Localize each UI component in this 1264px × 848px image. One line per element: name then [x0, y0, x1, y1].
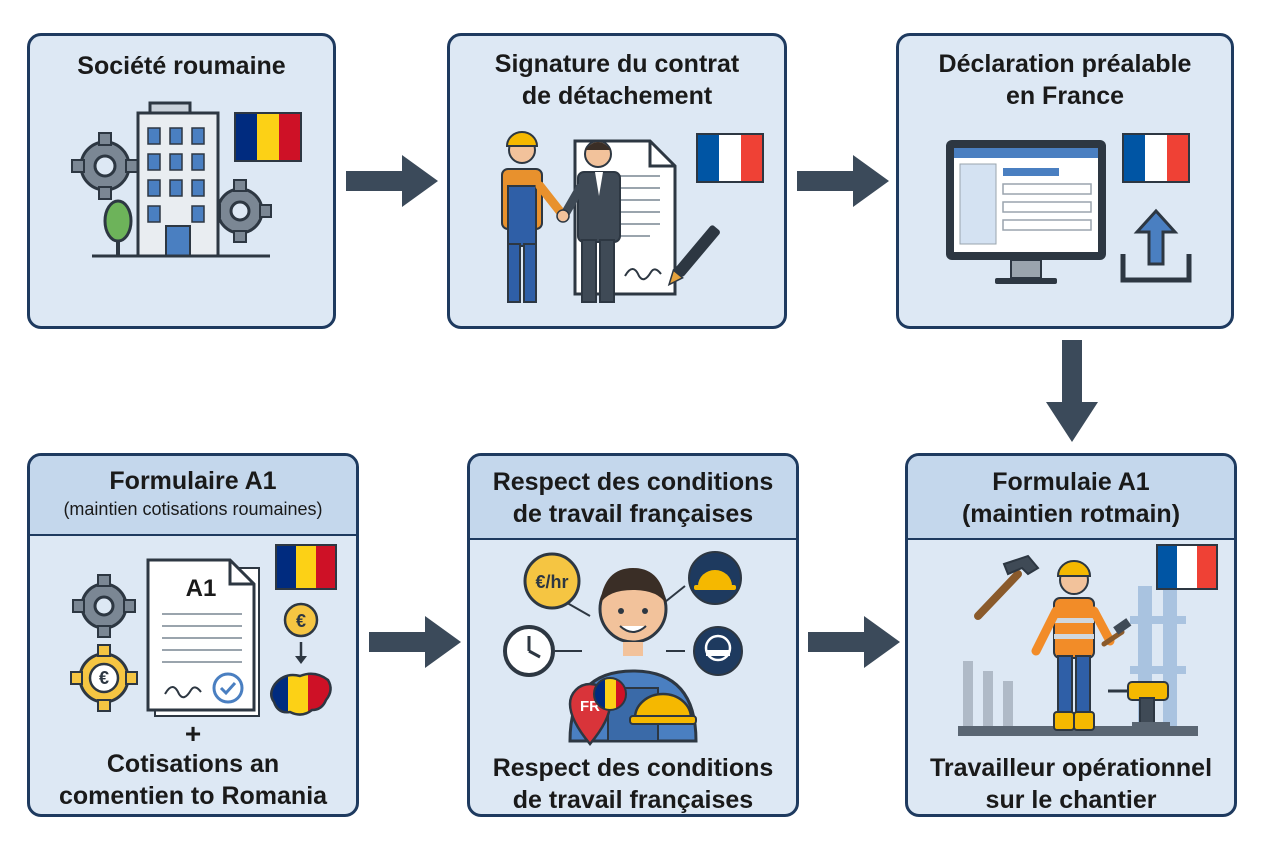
euro-symbol: €: [296, 611, 306, 631]
businessman-icon: [556, 140, 621, 303]
step-footer: Travailleur opérationnel sur le chantier: [908, 752, 1234, 814]
gear-icon: [72, 574, 136, 638]
power-drill-icon: [1108, 681, 1170, 730]
construction-worker-icon: [1031, 560, 1115, 731]
step-title: Société roumaine: [77, 52, 286, 80]
gear-icon: [71, 132, 139, 200]
held-hard-hat-icon: [629, 692, 697, 725]
romania-map-icon: [270, 672, 332, 716]
upload-icon: [1120, 208, 1192, 283]
step-title-line2: en France: [1005, 82, 1125, 110]
clock-icon: [503, 625, 555, 677]
step-title-line1: Signature du contrat: [494, 50, 740, 78]
a1-document-label: A1: [186, 575, 217, 602]
france-flag-icon: [696, 133, 764, 183]
step-header: Société roumaine: [30, 50, 333, 82]
online-declaration-illustration: [946, 133, 1192, 284]
step-header: Déclaration préalable en France: [899, 48, 1231, 112]
step-title: Formulaire A1: [109, 467, 277, 495]
step-header: Respect des conditions de travail frança…: [470, 456, 796, 540]
step-footer: Respect des conditions de travail frança…: [470, 752, 796, 814]
euro-symbol: €: [99, 668, 109, 688]
working-conditions-illustration: €/hr: [503, 551, 743, 746]
computer-monitor-icon: [946, 140, 1106, 284]
step-title-line2: de travail françaises: [512, 500, 754, 528]
construction-site-illustration: [958, 544, 1218, 736]
step-subtitle: (maintien cotisations roumaines): [63, 499, 323, 519]
euro-coin-icon: €: [283, 602, 319, 638]
romania-flag-icon: [275, 544, 337, 590]
step-footer-line2: sur le chantier: [985, 786, 1157, 814]
pen-icon: [667, 225, 720, 287]
france-flag-icon: [1156, 544, 1218, 590]
a1-document-icon: A1: [146, 558, 260, 717]
plus-sign: +: [184, 718, 202, 749]
step-footer-line2: comentien to Romania: [58, 782, 328, 810]
rate-label: €/hr: [535, 572, 568, 592]
step-title-line2: de détachement: [521, 82, 713, 110]
euro-gear-icon: €: [70, 644, 138, 712]
tree-icon: [103, 199, 133, 256]
step-card-societe-roumaine: Société roumaine: [27, 33, 336, 329]
step-card-formulaire-a1: Formulaire A1 (maintien cotisations roum…: [27, 453, 359, 817]
step-card-signature-contrat: Signature du contrat de détachement: [447, 33, 787, 329]
step-card-conditions-travail: Respect des conditions de travail frança…: [467, 453, 799, 817]
step-footer-line1: Cotisations an: [106, 750, 280, 778]
step-footer: Cotisations an comentien to Romania: [30, 748, 356, 812]
safety-mask-icon: [693, 626, 743, 676]
pin-label: FR: [580, 698, 600, 715]
step-footer-line1: Respect des conditions: [492, 754, 774, 782]
step-card-declaration-prealable: Déclaration préalable en France: [896, 33, 1234, 329]
romania-flag-icon: [234, 112, 302, 162]
flow-arrow-right: [808, 616, 900, 668]
hard-hat-icon: [688, 551, 742, 605]
flow-arrow-right: [797, 155, 889, 207]
step-card-travailleur-operationnel: Formulaie A1 (maintien rotmain): [905, 453, 1237, 817]
wage-per-hour-icon: €/hr: [523, 552, 581, 610]
step-title-line1: Formulaie A1: [992, 468, 1150, 496]
romania-round-flag-icon: [593, 677, 627, 711]
company-illustration: [71, 101, 302, 258]
flow-arrow-down: [1046, 340, 1098, 442]
building-icon: [92, 101, 270, 258]
small-hammer-icon: [1101, 618, 1132, 647]
france-flag-icon: [1122, 133, 1190, 183]
flow-arrow-right: [346, 155, 438, 207]
worker-icon: [501, 131, 567, 303]
arrow-down-icon: [295, 642, 307, 664]
flow-arrow-right: [369, 616, 461, 668]
contract-signing-illustration: [501, 131, 764, 303]
step-footer-line2: de travail françaises: [512, 786, 754, 814]
step-title-line1: Déclaration préalable: [938, 50, 1192, 78]
hammer-icon: [974, 554, 1040, 620]
step-header: Signature du contrat de détachement: [450, 48, 784, 112]
step-title-line1: Respect des conditions: [492, 468, 774, 496]
step-header: Formulaire A1 (maintien cotisations roum…: [30, 456, 356, 536]
step-title-line2: (maintien rotmain): [961, 500, 1181, 528]
step-header: Formulaie A1 (maintien rotmain): [908, 456, 1234, 540]
step-footer-line1: Travailleur opérationnel: [929, 754, 1213, 782]
a1-form-illustration: € A1 €: [70, 544, 337, 717]
